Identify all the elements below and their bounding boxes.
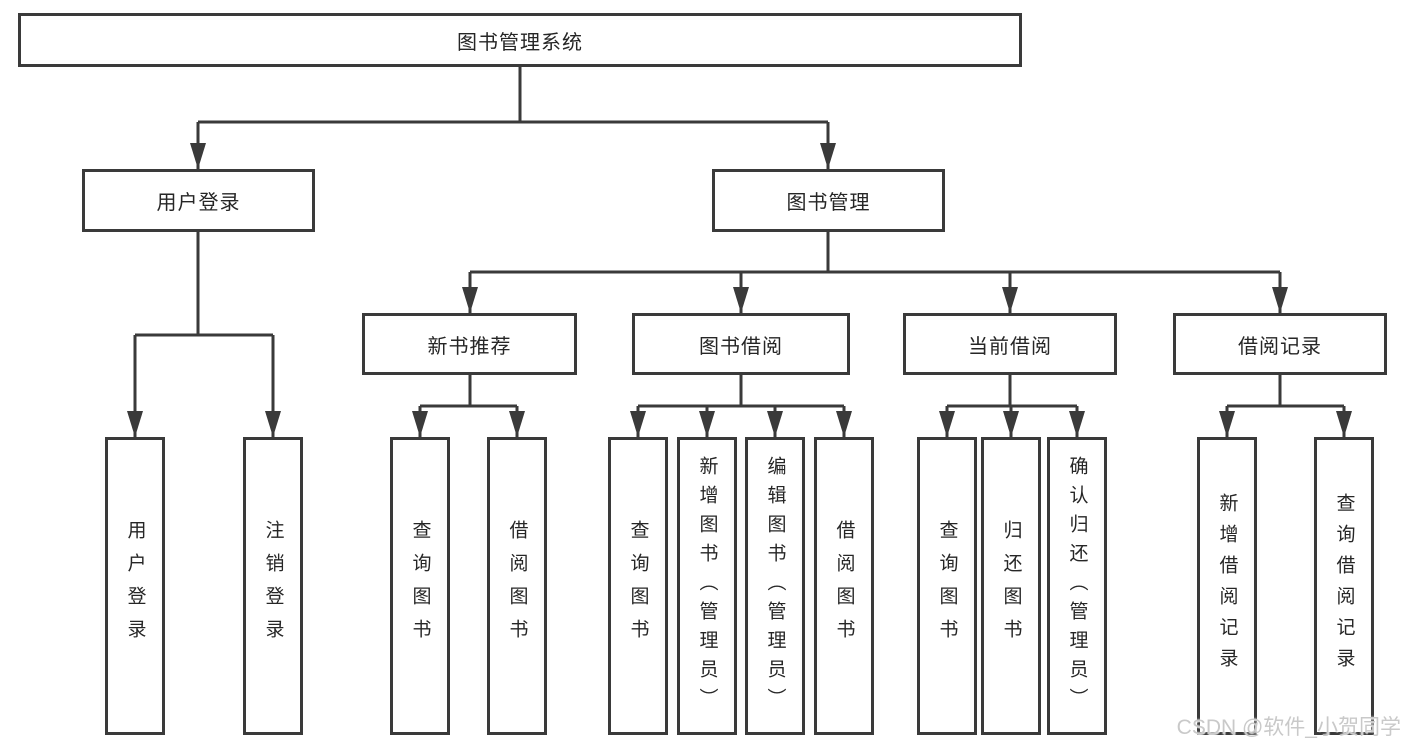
arrowhead-icon bbox=[820, 143, 836, 169]
leaf-node-query-books-recommend: 查询图书 bbox=[390, 437, 450, 735]
watermark: CSDN @软件_小贺同学 bbox=[1176, 716, 1401, 739]
leaf-node-logout-label: 注销登录 bbox=[262, 520, 284, 652]
root-node-library-management-system: 图书管理系统 bbox=[18, 13, 1022, 67]
level3-node-borrowing-records: 借阅记录 bbox=[1173, 313, 1387, 375]
leaf-node-confirm-return-admin: 确认归还（管理员） bbox=[1047, 437, 1107, 735]
arrowhead-icon bbox=[1219, 411, 1235, 437]
leaf-node-borrow-books-recommend: 借阅图书 bbox=[487, 437, 547, 735]
level2-node-book-management-label: 图书管理 bbox=[786, 192, 871, 214]
leaf-node-query-borrow-record-label: 查询借阅记录 bbox=[1333, 493, 1355, 679]
arrowhead-icon bbox=[630, 411, 646, 437]
leaf-node-confirm-return-admin-label: 确认归还（管理员） bbox=[1066, 455, 1088, 717]
level2-node-user-login-label: 用户登录 bbox=[156, 192, 241, 214]
arrowhead-icon bbox=[1069, 411, 1085, 437]
leaf-node-query-books-borrowing-label: 查询图书 bbox=[627, 520, 649, 652]
leaf-node-query-books-recommend-label: 查询图书 bbox=[409, 520, 431, 652]
arrowhead-icon bbox=[1003, 411, 1019, 437]
leaf-node-borrow-books-recommend-label: 借阅图书 bbox=[506, 520, 528, 652]
arrowhead-icon bbox=[1002, 287, 1018, 313]
level3-node-book-borrowing: 图书借阅 bbox=[632, 313, 850, 375]
arrowhead-icon bbox=[939, 411, 955, 437]
arrowhead-icon bbox=[733, 287, 749, 313]
leaf-node-logout: 注销登录 bbox=[243, 437, 303, 735]
level3-node-new-book-recommendation-label: 新书推荐 bbox=[427, 335, 512, 358]
root-node-label: 图书管理系统 bbox=[457, 31, 583, 54]
level3-node-new-book-recommendation: 新书推荐 bbox=[362, 313, 577, 375]
level3-node-borrowing-records-label: 借阅记录 bbox=[1238, 335, 1322, 358]
arrowhead-icon bbox=[1272, 287, 1288, 313]
level3-node-book-borrowing-label: 图书借阅 bbox=[699, 335, 783, 358]
arrowhead-icon bbox=[265, 411, 281, 437]
arrowhead-icon bbox=[190, 143, 206, 169]
leaf-node-add-borrow-record: 新增借阅记录 bbox=[1197, 437, 1257, 735]
arrowhead-icon bbox=[127, 411, 143, 437]
arrowhead-icon bbox=[462, 287, 478, 313]
leaf-node-borrow-books-borrowing-label: 借阅图书 bbox=[833, 520, 855, 652]
arrowhead-icon bbox=[836, 411, 852, 437]
leaf-node-query-books-current: 查询图书 bbox=[917, 437, 977, 735]
arrowhead-icon bbox=[767, 411, 783, 437]
arrowhead-icon bbox=[509, 411, 525, 437]
leaf-node-add-borrow-record-label: 新增借阅记录 bbox=[1216, 493, 1238, 679]
leaf-node-user-login: 用户登录 bbox=[105, 437, 165, 735]
leaf-node-query-borrow-record: 查询借阅记录 bbox=[1314, 437, 1374, 735]
level3-node-current-borrowing: 当前借阅 bbox=[903, 313, 1117, 375]
arrowhead-icon bbox=[412, 411, 428, 437]
leaf-node-return-books-label: 归还图书 bbox=[1000, 520, 1022, 652]
leaf-node-user-login-label: 用户登录 bbox=[124, 520, 146, 652]
leaf-node-add-books-admin-label: 新增图书（管理员） bbox=[696, 455, 718, 717]
arrowhead-icon bbox=[699, 411, 715, 437]
level2-node-user-login: 用户登录 bbox=[82, 169, 315, 232]
arrowhead-icon bbox=[1336, 411, 1352, 437]
level3-node-current-borrowing-label: 当前借阅 bbox=[968, 335, 1052, 358]
leaf-node-borrow-books-borrowing: 借阅图书 bbox=[814, 437, 874, 735]
leaf-node-edit-books-admin-label: 编辑图书（管理员） bbox=[764, 455, 786, 717]
leaf-node-query-books-borrowing: 查询图书 bbox=[608, 437, 668, 735]
leaf-node-return-books: 归还图书 bbox=[981, 437, 1041, 735]
leaf-node-add-books-admin: 新增图书（管理员） bbox=[677, 437, 737, 735]
leaf-node-edit-books-admin: 编辑图书（管理员） bbox=[745, 437, 805, 735]
leaf-node-query-books-current-label: 查询图书 bbox=[936, 520, 958, 652]
level2-node-book-management: 图书管理 bbox=[712, 169, 945, 232]
